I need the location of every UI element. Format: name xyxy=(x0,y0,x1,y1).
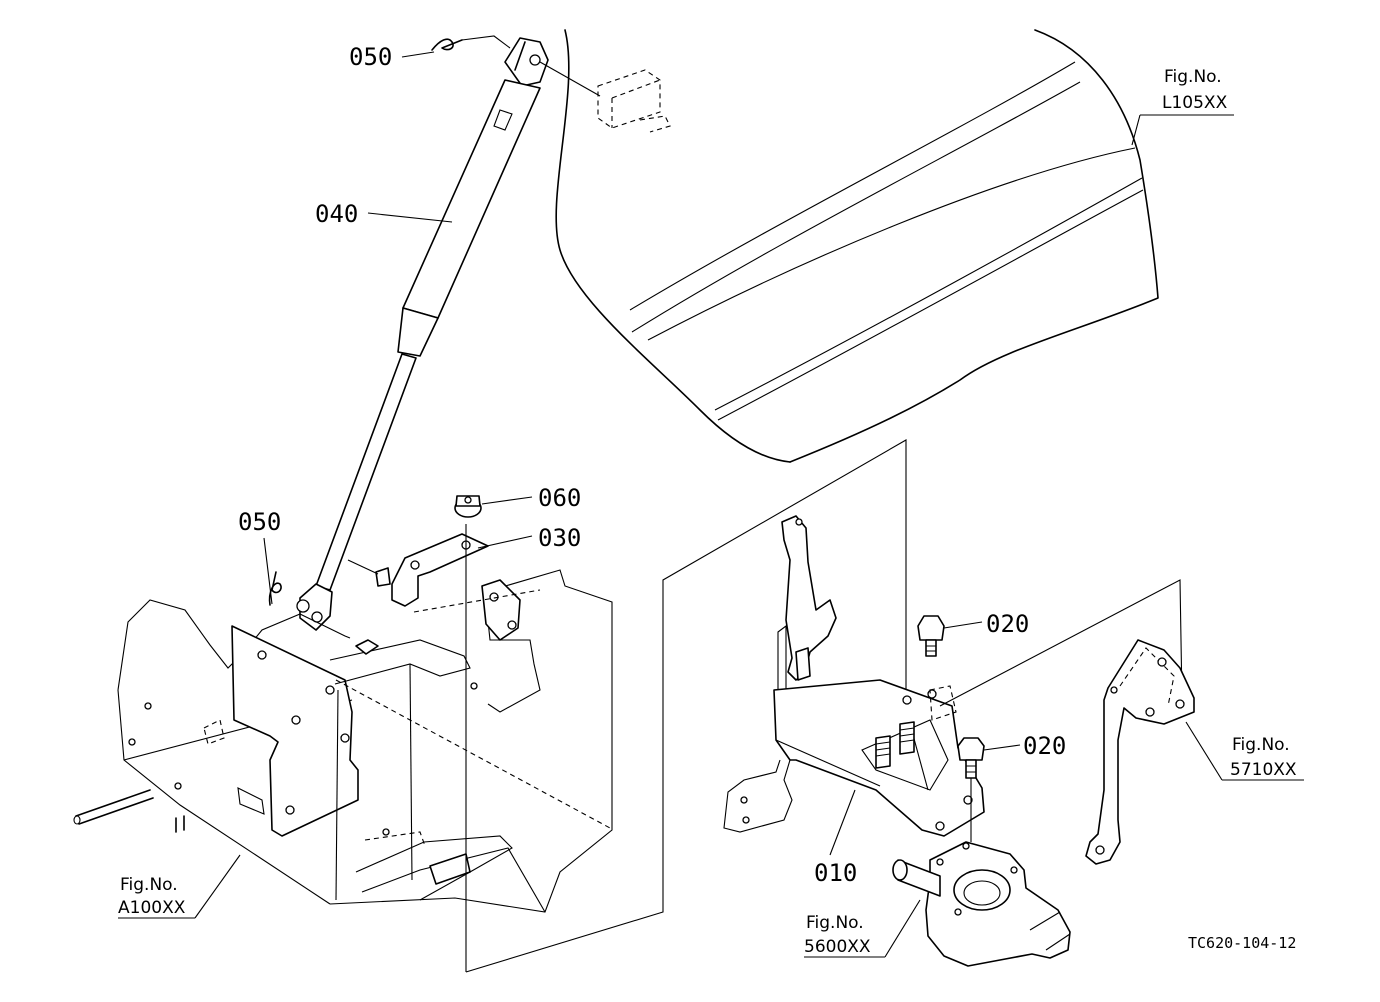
fig-ref-l105-number: L105XX xyxy=(1162,93,1228,113)
fig-ref-5710-caption: Fig.No. xyxy=(1232,735,1290,755)
section-border xyxy=(465,439,907,973)
label-020-top: 020 xyxy=(986,610,1029,638)
bolt-lower xyxy=(957,737,985,842)
figure-references: Fig.No. L105XX Fig.No. A100XX Fig.No. 57… xyxy=(118,67,1297,957)
gas-strut xyxy=(296,37,549,631)
label-010: 010 xyxy=(814,859,857,887)
support-bracket xyxy=(723,515,985,837)
part-labels: 050 040 050 060 030 020 020 010 xyxy=(238,43,1066,887)
thermostat-housing xyxy=(892,841,1071,967)
side-bracket xyxy=(939,579,1195,865)
leader-lines xyxy=(118,51,1304,958)
fig-ref-5710-number: 5710XX xyxy=(1230,760,1297,780)
stay-bracket xyxy=(347,533,489,607)
label-050-bottom: 050 xyxy=(238,508,281,536)
fig-ref-a100-number: A100XX xyxy=(118,898,186,918)
fig-ref-l105-caption: Fig.No. xyxy=(1164,67,1222,87)
label-030: 030 xyxy=(538,524,581,552)
hood-panel xyxy=(555,29,1159,463)
fig-ref-5600-caption: Fig.No. xyxy=(806,913,864,933)
label-040: 040 xyxy=(315,200,358,228)
clip-top xyxy=(431,35,511,51)
bolt-upper xyxy=(917,615,945,657)
hood-strut-bracket xyxy=(539,61,671,133)
label-050-top: 050 xyxy=(349,43,392,71)
control-box xyxy=(73,524,613,972)
fig-ref-5600-number: 5600XX xyxy=(804,937,871,957)
fig-ref-a100-caption: Fig.No. xyxy=(120,875,178,895)
flange-nut xyxy=(454,495,482,518)
drawing-code: TC620-104-12 xyxy=(1188,934,1296,952)
label-060: 060 xyxy=(538,484,581,512)
label-020-bottom: 020 xyxy=(1023,732,1066,760)
